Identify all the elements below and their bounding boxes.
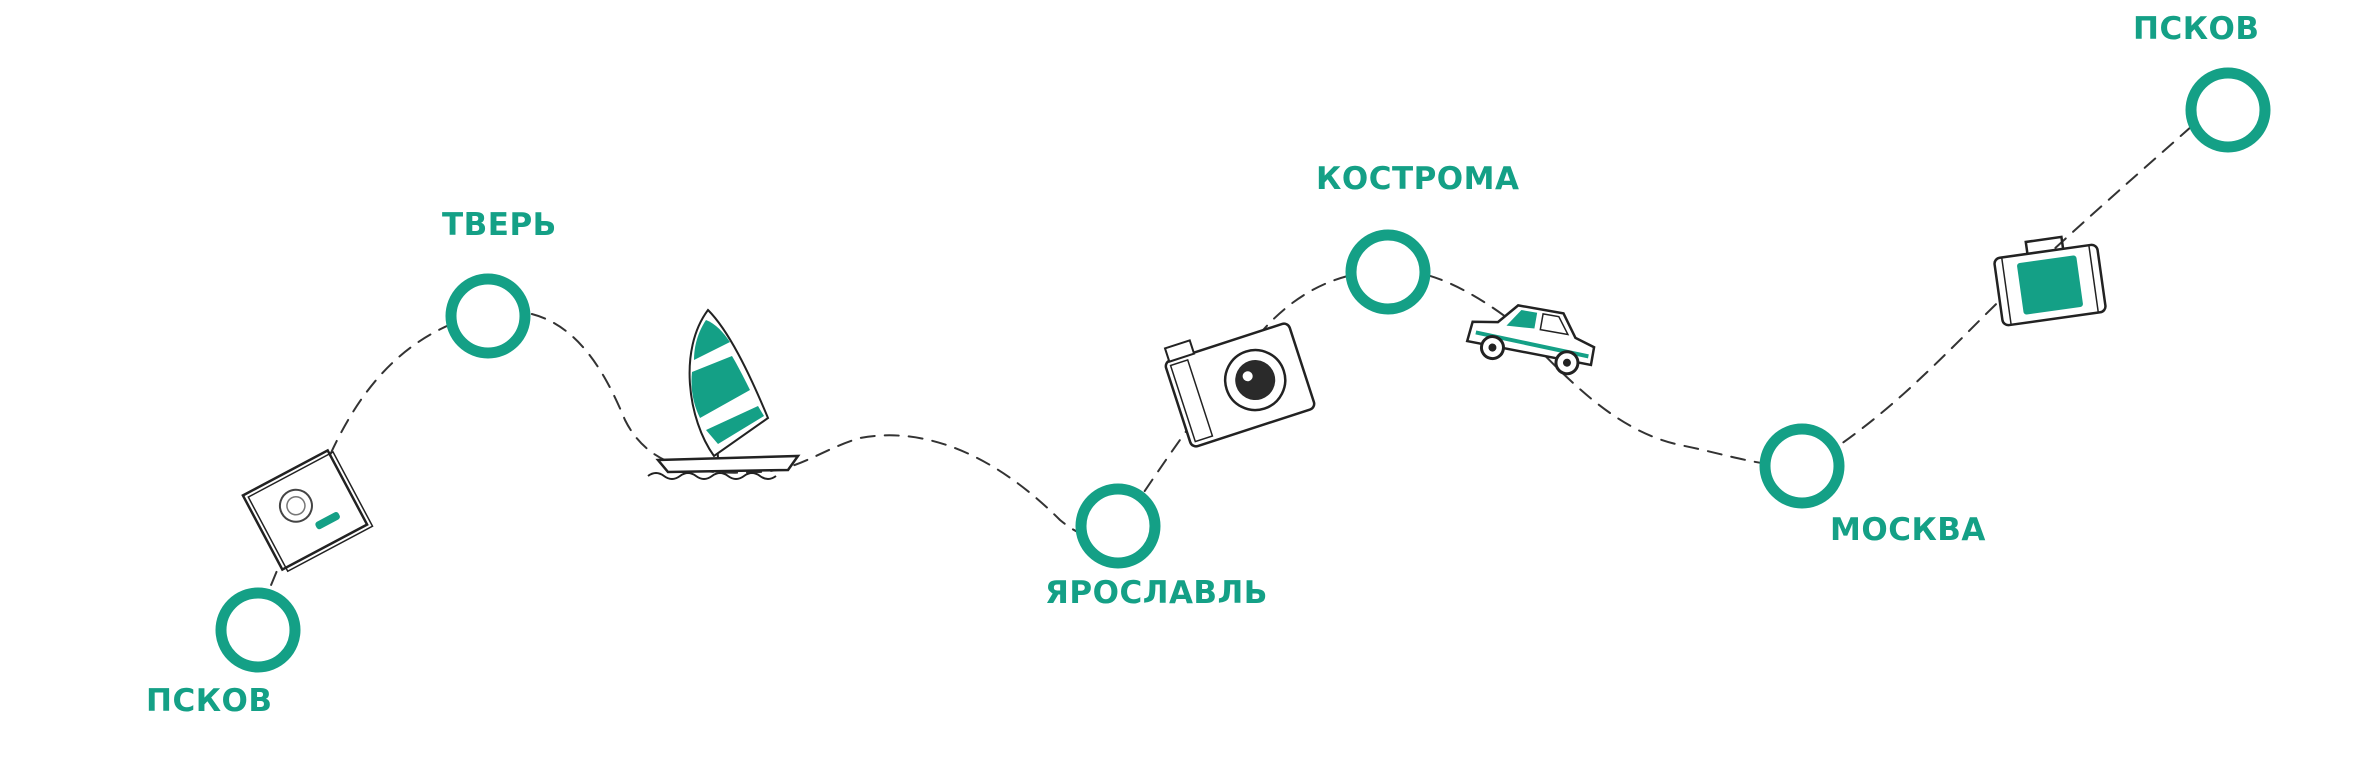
city-label-tver: ТВЕРЬ — [442, 207, 557, 243]
car-icon — [1465, 304, 1596, 376]
stop-marker-pskov-end — [2185, 67, 2271, 153]
city-label-yaroslavl: ЯРОСЛАВЛЬ — [1045, 575, 1268, 611]
stop-marker-pskov-start — [215, 587, 301, 673]
stop-marker-yaroslavl — [1075, 483, 1161, 569]
suitcase-icon — [1993, 235, 2107, 327]
city-label-pskov-end: ПСКОВ — [2133, 11, 2260, 47]
sailboat-icon — [647, 308, 801, 480]
city-label-pskov-start: ПСКОВ — [146, 683, 273, 719]
stop-marker-moskva — [1759, 423, 1845, 509]
stop-marker-kostroma — [1345, 229, 1431, 315]
camera-icon — [1163, 322, 1316, 448]
city-label-moskva: МОСКВА — [1830, 512, 1986, 548]
city-label-kostroma: КОСТРОМА — [1316, 161, 1520, 197]
stop-marker-tver — [445, 273, 531, 359]
passport-icon — [241, 448, 374, 573]
